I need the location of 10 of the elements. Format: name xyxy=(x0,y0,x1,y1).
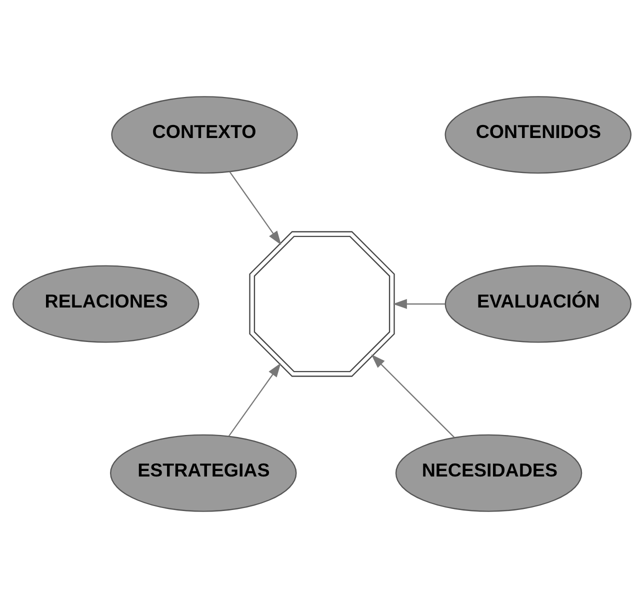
arrow xyxy=(371,354,455,438)
arrow xyxy=(392,298,446,308)
arrow xyxy=(229,170,282,244)
node-ellipse: EVALUACIÓN xyxy=(444,264,632,342)
node-ellipse: CONTENIDOS xyxy=(444,96,632,174)
node-ellipse: NECESIDADES xyxy=(395,434,582,512)
node-ellipse: ESTRATEGIAS xyxy=(110,434,297,512)
node-ellipse: CONTEXTO xyxy=(111,96,298,174)
node-ellipse: RELACIONES xyxy=(12,264,200,342)
arrow xyxy=(228,362,281,436)
